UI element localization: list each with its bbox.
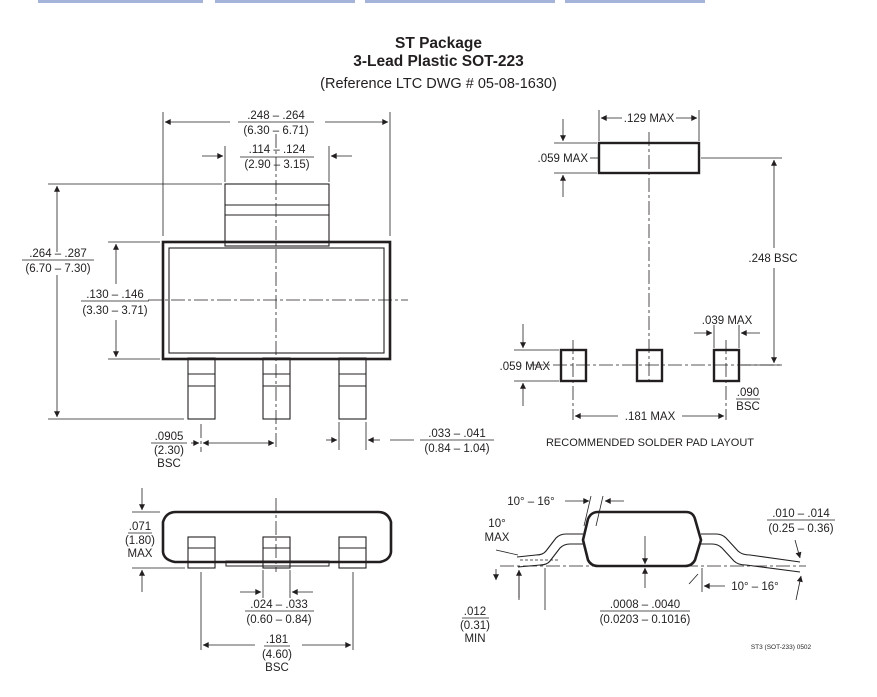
front-height-note: MAX [128, 548, 153, 560]
side-lead-thickness-mm: (0.25 – 0.36) [768, 523, 833, 535]
overall-height-mm: (6.70 – 7.30) [25, 263, 90, 275]
bottom-angle: 10° – 16° [731, 581, 779, 593]
left-angle-note: MAX [485, 532, 510, 544]
top-angle: 10° – 16° [507, 496, 555, 508]
pad-height-top: .059 MAX [538, 153, 589, 165]
package-body [161, 240, 392, 361]
front-view: .071 (1.80) MAX .024 – .033 (0.60 – 0.84… [125, 488, 393, 674]
front-span-mm: (4.60) [262, 649, 292, 661]
side-view: 10° – 16° 10° MAX .010 – .014 (0.25 – 0.… [460, 495, 835, 645]
pad-height-bottom: .059 MAX [500, 361, 551, 373]
overall-width-mm: (6.30 – 6.71) [243, 125, 308, 137]
small-pad-right [712, 348, 741, 383]
body-height-inch: .130 – .146 [86, 289, 144, 301]
small-pad-left [559, 348, 588, 383]
overall-height-inch: .264 – .287 [29, 248, 87, 260]
pad-span: .181 MAX [625, 411, 676, 423]
lead-width-inch: .033 – .041 [428, 428, 486, 440]
front-lead-thickness-inch: .024 – .033 [250, 599, 308, 611]
solder-pad-caption: RECOMMENDED SOLDER PAD LAYOUT [546, 437, 754, 449]
tab-width-mm: (2.90 – 3.15) [244, 159, 309, 171]
package-subtitle: 3-Lead Plastic SOT-223 [353, 53, 524, 70]
top-view: .248 – .264 (6.30 – 6.71) .114 – .124 (2… [22, 110, 494, 470]
side-lead-thickness-inch: .010 – .014 [772, 508, 830, 520]
front-span-inch: .181 [266, 634, 288, 646]
solder-pad-layout: .129 MAX .059 MAX .248 BSC .039 MAX .059… [500, 110, 798, 449]
pad-spacing: .248 BSC [748, 253, 797, 265]
lead-pitch-note: BSC [157, 458, 181, 470]
standoff-min-note: MIN [464, 633, 485, 645]
lead-pitch-inch: .0905 [155, 431, 184, 443]
front-lead-thickness-mm: (0.60 – 0.84) [246, 614, 311, 626]
reference-drawing-number: (Reference LTC DWG # 05-08-1630) [320, 76, 557, 92]
left-angle: 10° [488, 518, 505, 530]
small-pad-pitch: .090 [737, 387, 759, 399]
front-body [161, 510, 393, 564]
standoff-inch: .0008 – .0040 [610, 599, 680, 611]
standoff-min-mm: (0.31) [460, 620, 490, 632]
front-height-inch: .071 [129, 521, 151, 533]
body-height-mm: (3.30 – 3.71) [82, 305, 147, 317]
small-pad-center [635, 348, 664, 383]
front-span-note: BSC [265, 662, 289, 674]
standoff-mm: (0.0203 – 0.1016) [600, 614, 691, 626]
leads [187, 357, 367, 420]
overall-width-inch: .248 – .264 [247, 110, 305, 122]
side-body [581, 510, 703, 568]
small-pad-width: .039 MAX [702, 315, 753, 327]
lead-width-mm: (0.84 – 1.04) [424, 443, 489, 455]
lead-pitch-mm: (2.30) [154, 445, 184, 457]
drawing-code: ST3 (SOT-233) 0502 [751, 644, 812, 651]
standoff-min-inch: .012 [464, 606, 486, 618]
small-pad-pitch-note: BSC [736, 401, 760, 413]
front-height-mm: (1.80) [125, 535, 155, 547]
pad-width: .129 MAX [624, 113, 675, 125]
package-title: ST Package [394, 35, 483, 52]
cropped-header-text [0, 0, 877, 4]
tab-width-inch: .114 – .124 [249, 144, 306, 156]
